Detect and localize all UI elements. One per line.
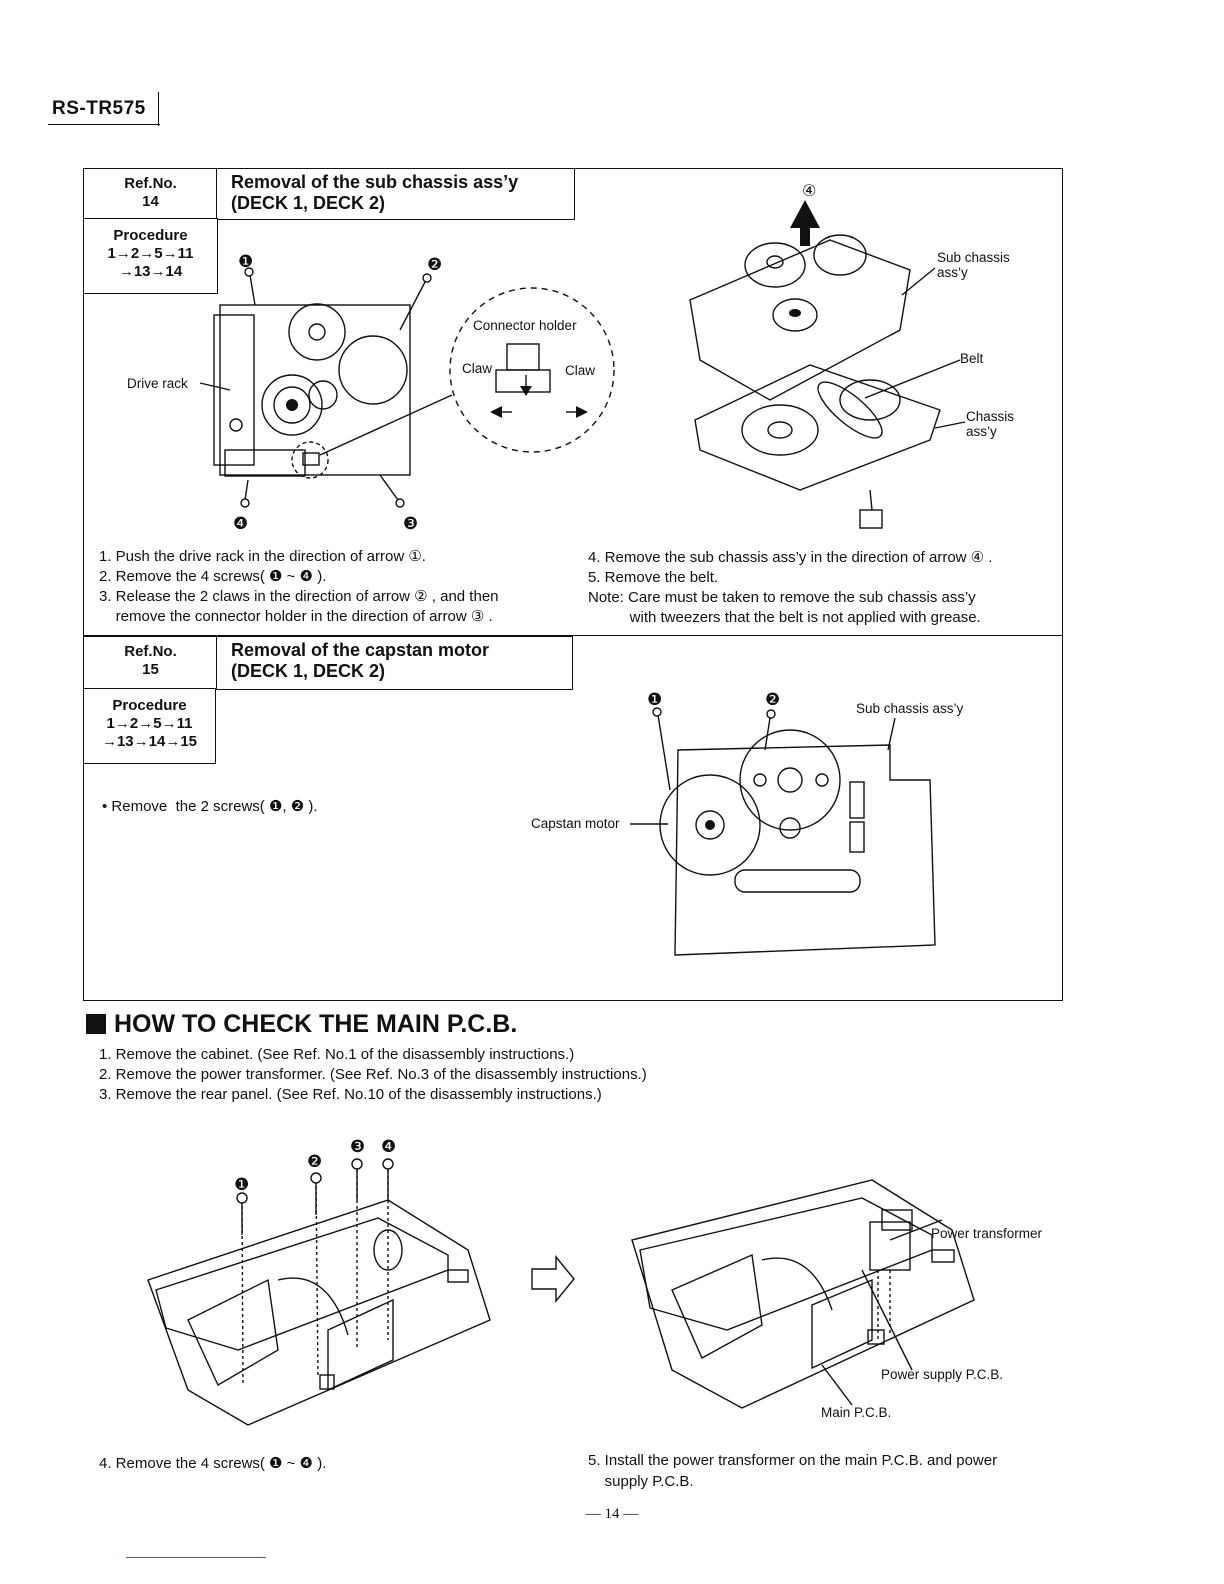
- step-14-1: 1. Push the drive rack in the direction …: [99, 548, 426, 565]
- label-chassis: Chassis ass’y: [966, 409, 1015, 439]
- step-14-5: 5. Remove the belt.: [588, 569, 719, 586]
- instruction-15: • Remove the 2 screws( ❶, ❷ ).: [102, 798, 318, 815]
- screw-mark-1: ❶: [647, 690, 663, 709]
- procedure-line1: 1→2→5→11: [106, 715, 193, 732]
- screw-mark-2: ❷: [427, 255, 443, 274]
- ref-title-line2: (DECK 1, DECK 2): [231, 193, 386, 213]
- pcb-step-4: 4. Remove the 4 screws( ❶ ~ ❹ ).: [99, 1455, 327, 1472]
- section-heading: HOW TO CHECK THE MAIN P.C.B.: [86, 1010, 517, 1039]
- ref-title-cell-14: Removal of the sub chassis ass’y (DECK 1…: [216, 168, 575, 220]
- model-underline: [48, 124, 160, 125]
- ref-title-line1: Removal of the sub chassis ass’y: [231, 172, 519, 192]
- label-power-supply-pcb: Power supply P.C.B.: [881, 1367, 1004, 1382]
- heading-square-icon: [86, 1014, 106, 1034]
- screw-mark-3: ❸: [403, 514, 419, 533]
- pcb-step-1: 1. Remove the cabinet. (See Ref. No.1 of…: [99, 1046, 575, 1063]
- procedure-line2: →13→14: [118, 263, 183, 280]
- pcb-screw-mark-1: ❶: [234, 1175, 250, 1194]
- deck-drive-rack-diagram: [199, 267, 615, 508]
- screw-mark-4: ❹: [233, 514, 249, 533]
- label-power-transformer: Power transformer: [931, 1226, 1043, 1241]
- ref-no-cell-14: Ref.No. 14: [83, 168, 218, 220]
- pcb-step-2: 2. Remove the power transformer. (See Re…: [99, 1066, 647, 1083]
- ref-label: Ref.No.: [124, 643, 177, 660]
- capstan-motor-diagram: [630, 707, 936, 956]
- pcb-step-3: 3. Remove the rear panel. (See Ref. No.1…: [99, 1086, 602, 1103]
- ref-label: Ref.No.: [124, 175, 177, 192]
- ref-title-cell-15: Removal of the capstan motor (DECK 1, DE…: [216, 636, 573, 690]
- label-connector-holder: Connector holder: [473, 318, 577, 333]
- main-pcb-screws-diagram: [147, 1158, 491, 1426]
- note-14: Note: Care must be taken to remove the s…: [588, 589, 976, 606]
- step-14-3: 3. Release the 2 claws in the direction …: [99, 588, 499, 605]
- power-transformer-diagram: [631, 1179, 975, 1409]
- ref-no-cell-15: Ref.No. 15: [83, 636, 218, 690]
- procedure-label: Procedure: [112, 697, 187, 714]
- procedure-cell-14: Procedure 1→2→5→11 →13→14: [83, 218, 218, 294]
- next-step-arrow-icon: [531, 1255, 575, 1303]
- procedure-cell-15: Procedure 1→2→5→11 →13→14→15: [83, 688, 216, 764]
- pcb-screw-mark-4: ❹: [381, 1137, 397, 1156]
- footer-rule: [126, 1557, 266, 1558]
- model-divider: [158, 92, 159, 126]
- procedure-line1: 1→2→5→11: [107, 245, 194, 262]
- label-arrow-4: ④: [802, 183, 817, 200]
- label-capstan-motor: Capstan motor: [531, 816, 620, 831]
- screw-mark-2: ❷: [765, 690, 781, 709]
- page-number: — 14 —: [585, 1506, 639, 1522]
- label-sub-chassis-15: Sub chassis ass’y: [856, 701, 964, 716]
- pcb-step-5b: supply P.C.B.: [588, 1473, 694, 1490]
- step-14-4: 4. Remove the sub chassis ass’y in the d…: [588, 549, 993, 566]
- label-sub-chassis: Sub chassis ass’y: [937, 250, 1010, 280]
- ref-number: 14: [142, 193, 159, 210]
- section-divider: [83, 635, 1063, 636]
- pcb-step-5: 5. Install the power transformer on the …: [588, 1452, 998, 1469]
- procedure-line2: →13→14→15: [101, 733, 198, 750]
- note-14b: with tweezers that the belt is not appli…: [588, 609, 981, 626]
- label-claw-right: Claw: [565, 363, 596, 378]
- heading-text: HOW TO CHECK THE MAIN P.C.B.: [114, 1010, 518, 1038]
- label-drive-rack: Drive rack: [127, 376, 188, 391]
- ref-number: 15: [142, 661, 159, 678]
- ref-title-line2: (DECK 1, DECK 2): [231, 661, 386, 681]
- label-main-pcb: Main P.C.B.: [821, 1405, 892, 1420]
- step-14-2: 2. Remove the 4 screws( ❶ ~ ❹ ).: [99, 568, 327, 585]
- sub-chassis-diagram: [689, 200, 966, 529]
- pcb-screw-mark-3: ❸: [350, 1137, 366, 1156]
- label-belt: Belt: [960, 351, 984, 366]
- screw-mark-1: ❶: [238, 252, 254, 271]
- label-claw-left: Claw: [462, 361, 493, 376]
- step-14-3b: remove the connector holder in the direc…: [99, 608, 493, 625]
- pcb-screw-mark-2: ❷: [307, 1152, 323, 1171]
- ref-title-line1: Removal of the capstan motor: [231, 640, 490, 660]
- model-number: RS-TR575: [52, 98, 146, 119]
- procedure-label: Procedure: [113, 227, 188, 244]
